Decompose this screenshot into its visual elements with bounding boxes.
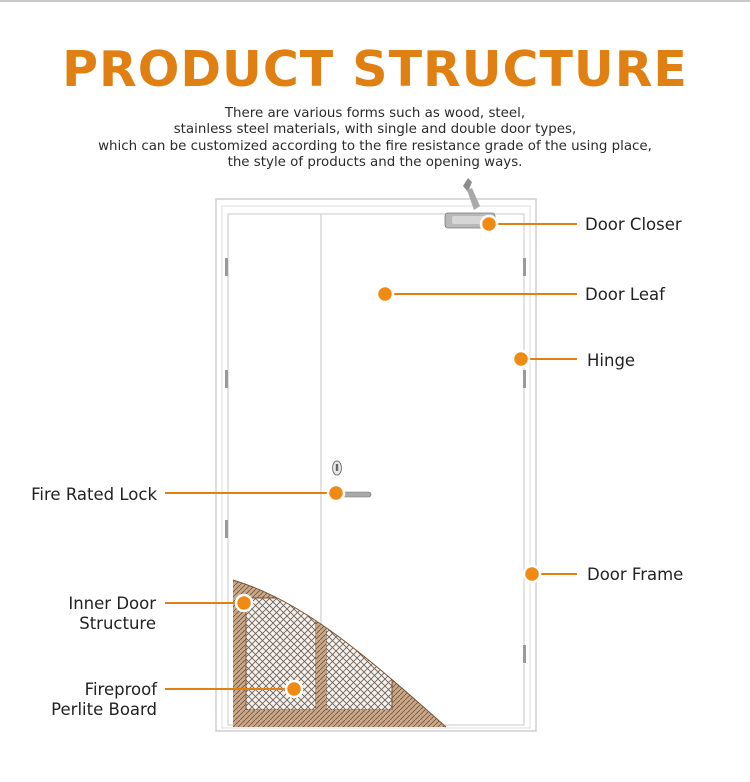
label-hinge: Hinge — [587, 351, 636, 370]
description-line: There are various forms such as wood, st… — [224, 106, 526, 121]
description-line: stainless steel materials, with single a… — [173, 122, 577, 138]
label-line: Fireproof — [84, 680, 157, 699]
description-line: which can be customized according to the… — [98, 138, 652, 154]
marker-door-frame — [522, 564, 542, 584]
hinge-left-2 — [225, 370, 228, 388]
label-door-leaf: Door Leaf — [585, 285, 665, 304]
hinge-right-2 — [523, 370, 526, 388]
hinge-left-1 — [225, 258, 228, 276]
label-inner-door-structure: Inner Door Structure — [10, 594, 156, 634]
door-leaf-main — [320, 213, 525, 726]
marker-inner-structure — [234, 593, 254, 613]
hinge-left-3 — [225, 520, 228, 538]
description-line: the style of products and the opening wa… — [227, 155, 523, 171]
marker-door-closer — [479, 214, 499, 234]
label-line: Inner Door — [68, 594, 156, 613]
marker-perlite-board — [284, 679, 304, 699]
page-title: PRODUCT STRUCTURE — [62, 41, 688, 98]
marker-hinge — [511, 349, 531, 369]
marker-door-leaf — [375, 284, 395, 304]
label-fireproof-perlite-board: Fireproof Perlite Board — [10, 680, 157, 720]
label-line: Structure — [79, 614, 156, 633]
hinge-right-3 — [523, 645, 526, 663]
top-divider — [0, 0, 750, 2]
label-door-frame: Door Frame — [587, 565, 684, 584]
label-line: Perlite Board — [51, 700, 157, 719]
label-fire-rated-lock: Fire Rated Lock — [31, 485, 157, 504]
description: There are various forms such as wood, st… — [40, 106, 710, 172]
hinge-right-1 — [523, 258, 526, 276]
marker-lock — [326, 483, 346, 503]
label-door-closer: Door Closer — [585, 215, 682, 234]
